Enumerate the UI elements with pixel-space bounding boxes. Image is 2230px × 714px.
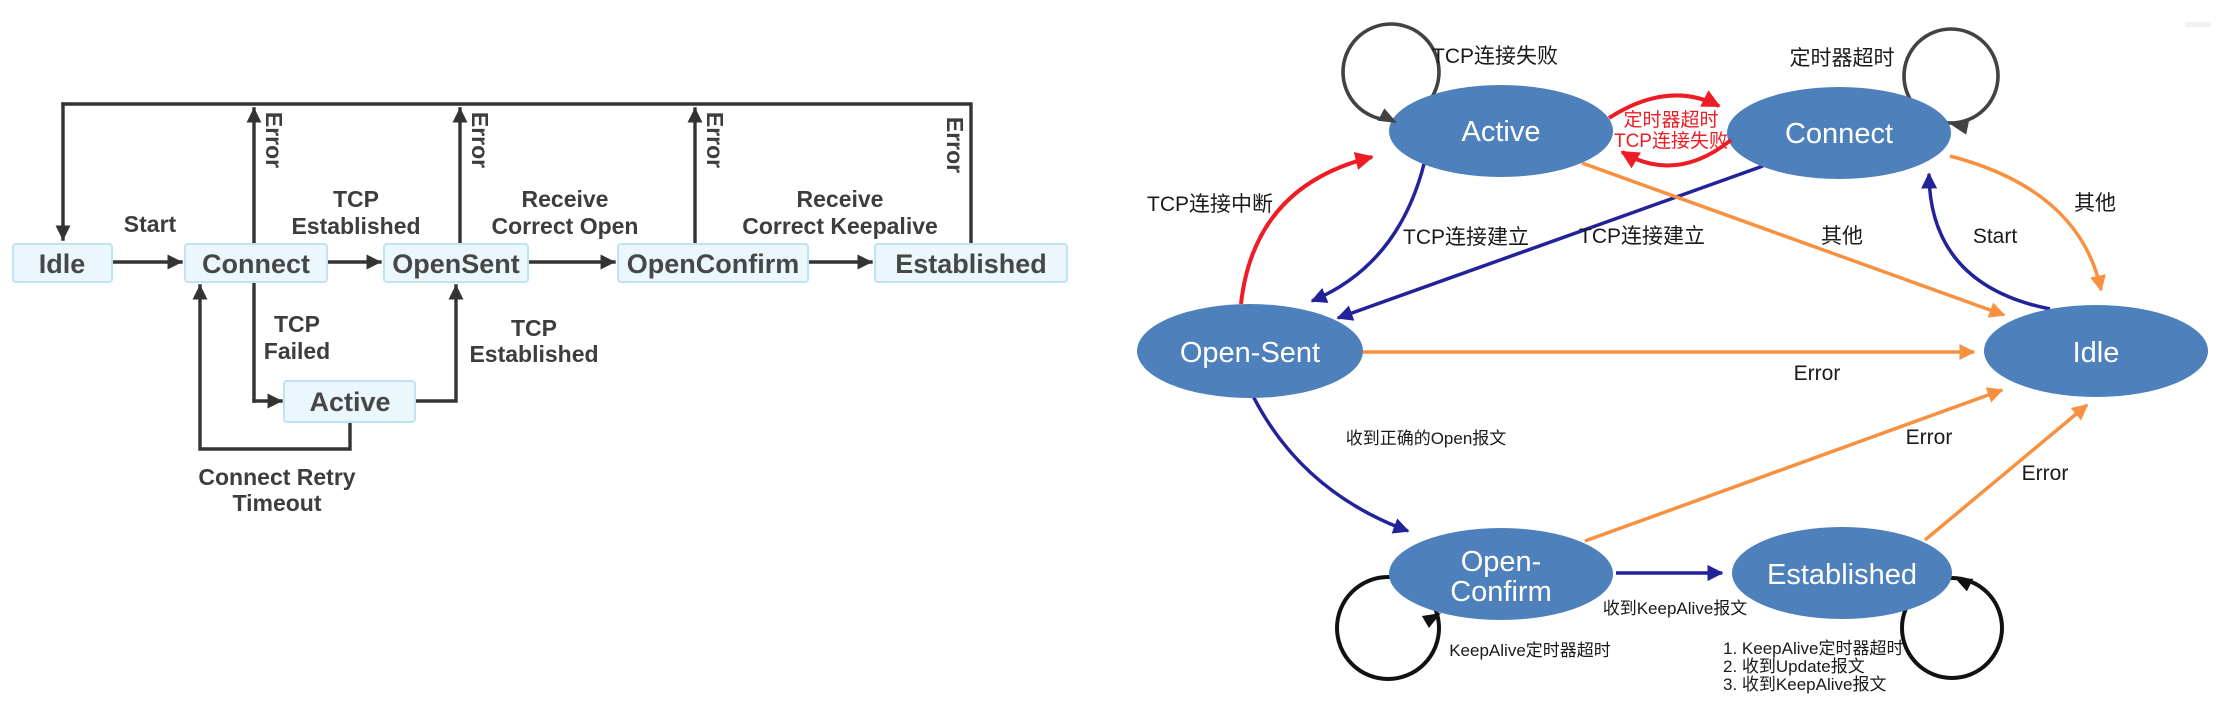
edge-opensent-active-red bbox=[1239, 152, 1374, 305]
edge-label-tcp-interrupted: TCP连接中断 bbox=[1147, 193, 1273, 216]
state-label-established: Established bbox=[1767, 559, 1917, 591]
edge-label-tcp-established-bottom-1: TCP bbox=[511, 315, 557, 341]
red-exchange-arcs bbox=[1607, 90, 1733, 169]
state-ellipse-active bbox=[1389, 85, 1613, 177]
edge-label-red-exchange-1: 定时器超时 bbox=[1623, 109, 1718, 131]
edge-label-start: Start bbox=[1973, 225, 2018, 248]
edge-idle-connect-start bbox=[1921, 172, 2051, 311]
state-label-connect: Connect bbox=[1785, 118, 1893, 150]
state-ellipse-openconfirm bbox=[1389, 528, 1613, 620]
right-state-labels: Active Connect Open-Sent Idle Open- Conf… bbox=[1180, 116, 2120, 608]
state-label-connect: Connect bbox=[202, 249, 310, 279]
edge-label-receive-keepalive-1: Receive bbox=[797, 186, 884, 212]
edge-label-connect-retry-2: Timeout bbox=[232, 490, 321, 516]
state-box-openconfirm bbox=[617, 243, 809, 283]
loop-connect bbox=[1902, 27, 2000, 125]
edge-label-error-connect: Error bbox=[261, 112, 287, 168]
edge-label-established-loop-2: 2. 收到Update报文 bbox=[1723, 657, 1865, 676]
edge-active-retry-connect bbox=[192, 284, 352, 451]
edge-label-tcp-failed-1: TCP bbox=[274, 311, 320, 337]
loop-openconfirm-arrowhead bbox=[1421, 613, 1441, 629]
loop-active-arrowhead bbox=[1377, 108, 1397, 123]
state-ellipse-established bbox=[1732, 527, 1952, 619]
edge-label-error-opensent: Error bbox=[1794, 362, 1841, 385]
edge-label-other-b: 其他 bbox=[2074, 192, 2116, 215]
state-ellipse-opensent bbox=[1137, 304, 1363, 398]
state-label-established: Established bbox=[895, 249, 1047, 279]
state-label-openconfirm-2: Confirm bbox=[1450, 576, 1552, 608]
right-state-ellipses bbox=[1137, 85, 2208, 620]
edge-active-opensent bbox=[413, 284, 464, 403]
state-ellipse-idle bbox=[1984, 305, 2208, 397]
faint-artifact bbox=[2185, 22, 2211, 27]
loop-established bbox=[1900, 576, 2004, 680]
edge-label-keepalive-timeout: KeepAlive定时器超时 bbox=[1449, 641, 1611, 660]
loop-established-arrowhead bbox=[1954, 577, 1974, 592]
edge-label-error-opensent: Error bbox=[467, 112, 493, 168]
left-state-boxes bbox=[12, 243, 1068, 423]
edge-label-active-loop: TCP连接失败 bbox=[1432, 45, 1558, 68]
state-label-opensent: Open-Sent bbox=[1180, 337, 1320, 369]
right-edges bbox=[1239, 152, 2106, 582]
edge-label-receive-open-2: Correct Open bbox=[492, 213, 639, 239]
right-diagram: Active Connect Open-Sent Idle Open- Conf… bbox=[1137, 22, 2211, 694]
edge-label-established-loop-1: 1. KeepAlive定时器超时 bbox=[1723, 639, 1903, 658]
right-loop-arrowheads bbox=[1377, 108, 1974, 629]
state-box-connect bbox=[184, 243, 328, 283]
state-label-active: Active bbox=[309, 387, 390, 417]
edge-connect-idle-other bbox=[1949, 154, 2106, 292]
edge-connect-active-red bbox=[1620, 138, 1733, 169]
edge-label-other-a: 其他 bbox=[1821, 225, 1863, 248]
edge-active-idle-other bbox=[1581, 161, 2006, 318]
state-label-idle: Idle bbox=[39, 249, 86, 279]
state-box-idle bbox=[12, 243, 113, 283]
left-edge-labels: Start TCP Established Receive Correct Op… bbox=[124, 112, 968, 516]
edge-label-connect-retry-1: Connect Retry bbox=[198, 464, 355, 490]
edge-opensent-openconfirm bbox=[1251, 395, 1410, 534]
edge-connect-opensent-navy bbox=[1336, 164, 1764, 321]
left-state-labels: Idle Connect OpenSent OpenConfirm Establ… bbox=[39, 249, 1047, 417]
edge-label-start: Start bbox=[124, 211, 177, 237]
edge-label-tcp-established-b: TCP连接建立 bbox=[1579, 225, 1705, 248]
edge-label-tcp-established-top-1: TCP bbox=[333, 186, 379, 212]
edge-label-receive-open-1: Receive bbox=[522, 186, 609, 212]
state-box-opensent bbox=[383, 243, 529, 283]
edge-label-tcp-established-bottom-2: Established bbox=[469, 341, 598, 367]
state-ellipse-connect bbox=[1727, 87, 1951, 179]
edge-active-connect-red bbox=[1607, 90, 1721, 120]
right-edge-labels: TCP连接失败 定时器超时 定时器超时 TCP连接失败 TCP连接中断 TCP连… bbox=[1147, 45, 2116, 694]
state-box-active bbox=[283, 380, 416, 423]
edge-label-error-openconfirm: Error bbox=[1906, 426, 1953, 449]
edge-label-tcp-established-top-2: Established bbox=[291, 213, 420, 239]
edge-label-error-established: Error bbox=[942, 117, 968, 173]
edge-label-recv-correct-open: 收到正确的Open报文 bbox=[1346, 429, 1507, 448]
edge-label-established-loop-3: 3. 收到KeepAlive报文 bbox=[1723, 675, 1886, 694]
edge-label-connect-loop: 定时器超时 bbox=[1790, 47, 1895, 70]
loop-connect-arrowhead bbox=[1950, 120, 1970, 135]
edge-label-recv-keepalive: 收到KeepAlive报文 bbox=[1603, 599, 1748, 618]
edge-label-tcp-established-a: TCP连接建立 bbox=[1403, 226, 1529, 249]
state-box-established bbox=[874, 243, 1068, 283]
edge-active-opensent-navy bbox=[1310, 163, 1426, 303]
edge-label-receive-keepalive-2: Correct Keepalive bbox=[742, 213, 938, 239]
edge-established-idle-error bbox=[1923, 403, 2089, 542]
state-label-openconfirm-1: Open- bbox=[1461, 546, 1542, 578]
state-label-idle: Idle bbox=[2073, 337, 2120, 369]
edge-top-rail bbox=[61, 102, 973, 244]
state-label-active: Active bbox=[1462, 116, 1541, 148]
edge-label-red-exchange-2: TCP连接失败 bbox=[1614, 130, 1728, 152]
edge-label-error-established: Error bbox=[2022, 462, 2069, 485]
loop-openconfirm bbox=[1335, 575, 1441, 681]
edge-openconfirm-idle-error bbox=[1584, 387, 2004, 543]
left-edges bbox=[55, 102, 973, 451]
state-label-opensent: OpenSent bbox=[392, 249, 520, 279]
state-label-openconfirm: OpenConfirm bbox=[627, 249, 800, 279]
edge-label-error-openconfirm: Error bbox=[702, 112, 728, 168]
edge-label-tcp-failed-2: Failed bbox=[264, 338, 330, 364]
left-diagram: Idle Connect OpenSent OpenConfirm Establ… bbox=[12, 102, 1068, 516]
